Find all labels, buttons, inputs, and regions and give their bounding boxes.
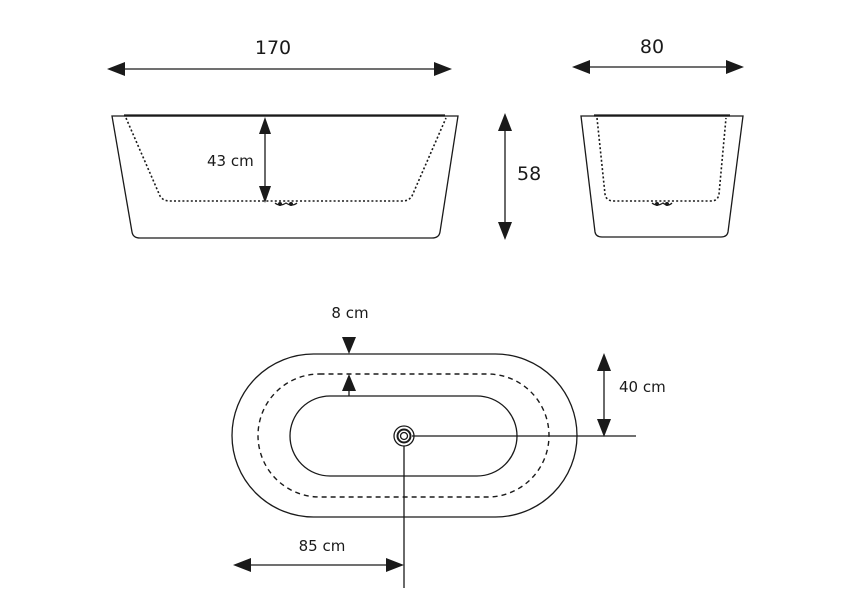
rim-width-arrows — [342, 337, 356, 396]
drain-icon — [393, 425, 415, 447]
length-dimension-arrow — [107, 62, 452, 76]
end-inner-basin — [596, 117, 727, 202]
end-view: 80 — [572, 36, 744, 238]
inner-depth-label: 43 cm — [207, 152, 254, 170]
width-label: 80 — [640, 36, 664, 58]
side-view: 170 43 cm 58 — [107, 37, 541, 240]
side-inner-basin — [125, 117, 447, 202]
half-length-arrow — [233, 558, 404, 572]
top-view: 8 cm 40 cm 85 cm — [231, 304, 666, 588]
height-label: 58 — [517, 163, 541, 185]
drain-offset-arrow — [597, 353, 611, 437]
half-length-label: 85 cm — [299, 537, 346, 555]
side-drain-fitting — [274, 202, 298, 206]
inner-depth-arrow — [259, 117, 271, 203]
width-dimension-arrow — [572, 60, 744, 74]
rim-width-label: 8 cm — [331, 304, 368, 322]
side-outer-profile — [111, 115, 459, 239]
end-drain-fitting — [651, 202, 673, 206]
drain-offset-label: 40 cm — [619, 378, 666, 396]
height-dimension-arrow — [498, 113, 512, 240]
end-outer-profile — [580, 115, 744, 238]
length-label: 170 — [255, 37, 291, 59]
